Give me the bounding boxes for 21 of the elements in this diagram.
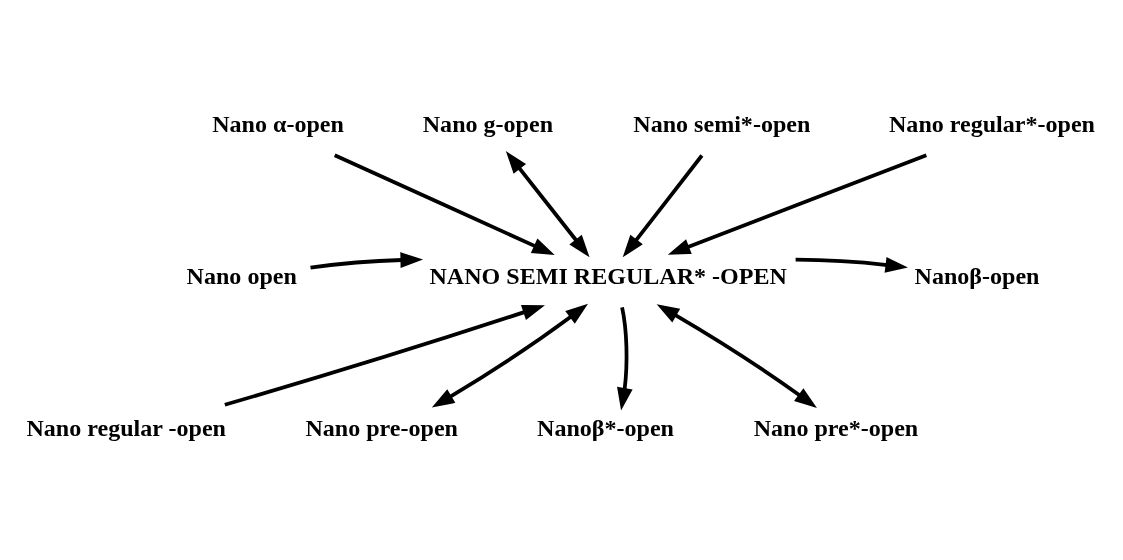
arrow [617, 307, 633, 411]
node-text: Nano pre-open [305, 415, 458, 442]
node-text: Nano pre*-open [753, 415, 919, 442]
node-text: Nano α-open [212, 111, 344, 138]
node-text: Nano regular*-open [889, 111, 1095, 138]
arrow [505, 151, 590, 258]
node-text: Nanoβ*-open [537, 415, 674, 442]
node-text: Nanoβ-open [914, 263, 1040, 290]
arrow [333, 153, 555, 256]
arrow [656, 304, 817, 408]
node-text: Nano g-open [422, 111, 554, 138]
arrow [667, 153, 927, 255]
arrow [310, 252, 424, 270]
node-text: Nano regular -open [26, 415, 226, 442]
node-text: Nano semi*-open [633, 111, 811, 138]
arrow [431, 303, 589, 408]
node-text: Nano open [186, 263, 297, 290]
arrow [795, 256, 908, 273]
arrow [622, 154, 704, 258]
node-text: NANO SEMI REGULAR* -OPEN [429, 263, 787, 290]
arrow [224, 304, 545, 407]
